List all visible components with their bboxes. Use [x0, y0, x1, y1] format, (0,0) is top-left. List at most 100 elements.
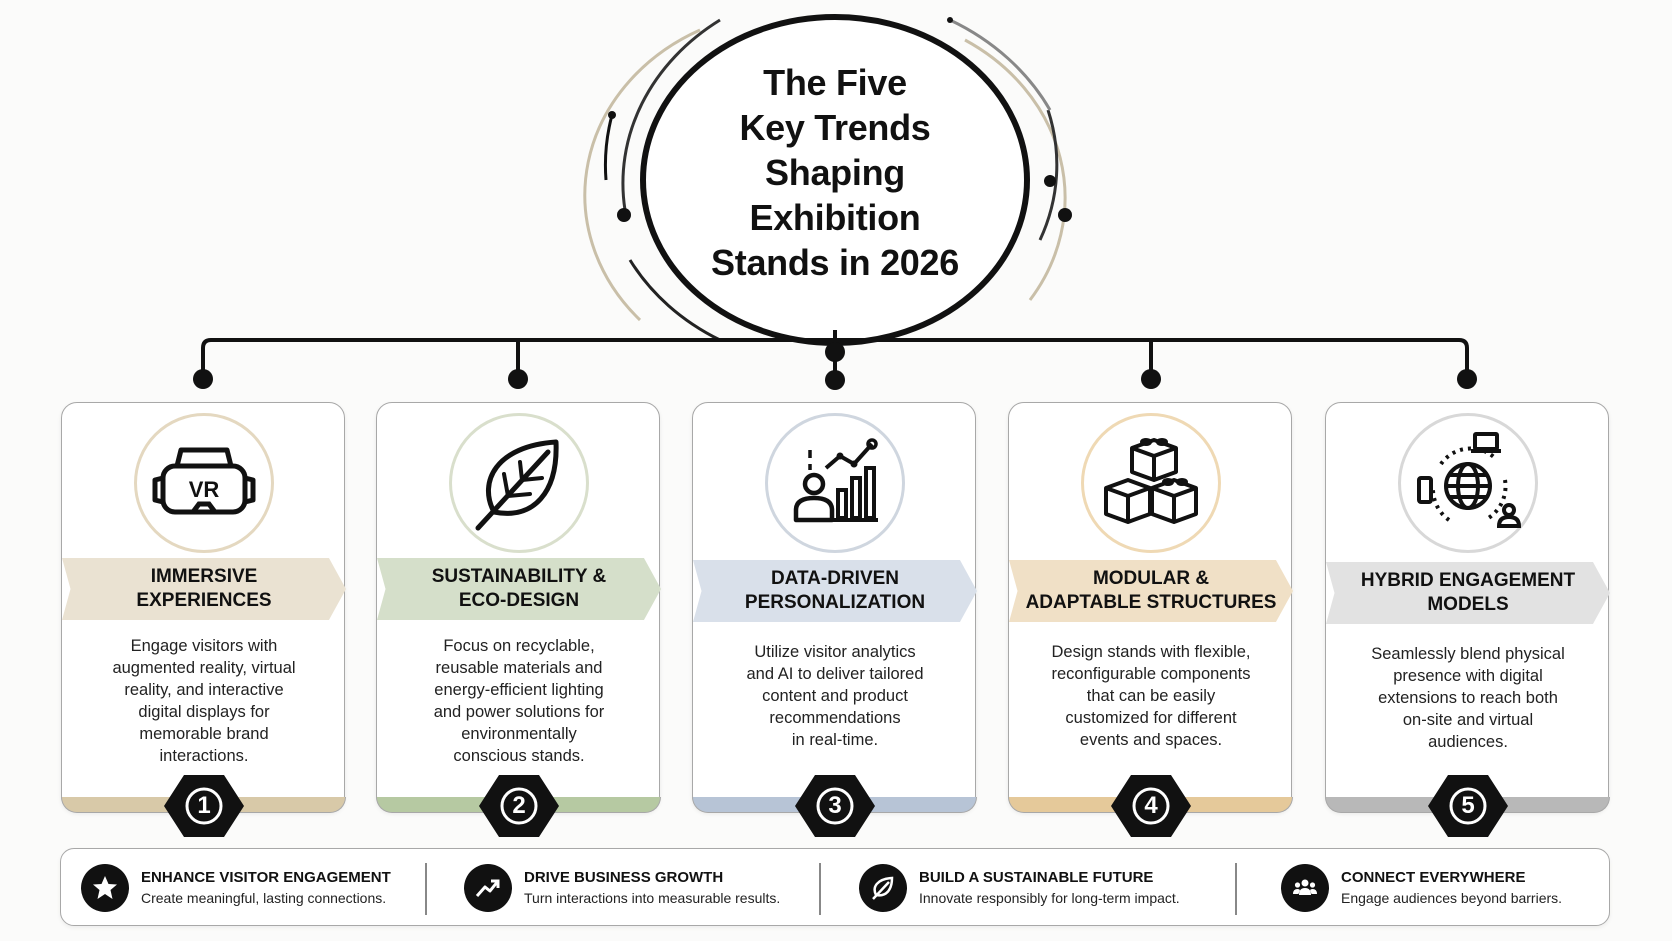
description-line: and AI to deliver tailored — [746, 665, 924, 683]
page-title: The Five Key Trends Shaping Exhibition S… — [660, 60, 1010, 285]
people-icon — [1281, 864, 1329, 912]
description-line: audiences. — [1428, 733, 1508, 751]
card-heading-line: SUSTAINABILITY & — [431, 566, 607, 587]
description-line: Design stands with flexible, — [1051, 643, 1251, 661]
footer-divider — [425, 863, 427, 915]
badge-number: 1 — [197, 792, 211, 819]
description-line: energy-efficient lighting — [434, 681, 604, 699]
number-badge: 4 — [1111, 775, 1191, 837]
description-line: Engage visitors with — [130, 637, 278, 655]
card-banner: SUSTAINABILITY & ECO-DESIGN — [377, 558, 661, 620]
card-banner: DATA-DRIVEN PERSONALIZATION — [693, 560, 977, 622]
description-line: extensions to reach both — [1378, 689, 1558, 707]
footer-item-engagement: ENHANCE VISITOR ENGAGEMENT Create meanin… — [81, 849, 391, 927]
card-heading-line: HYBRID ENGAGEMENT — [1360, 570, 1576, 591]
description-line: augmented reality, virtual — [112, 659, 296, 677]
card-heading-line: DATA-DRIVEN — [770, 568, 900, 589]
trend-card-hybrid: HYBRID ENGAGEMENT MODELS Seamlessly blen… — [1324, 402, 1610, 837]
card-heading-line: IMMERSIVE — [150, 566, 258, 587]
badge-number: 4 — [1144, 792, 1158, 819]
footer-item-subtitle: Engage audiences beyond barriers. — [1341, 890, 1563, 906]
vr-label: VR — [189, 477, 220, 502]
footer-divider — [1235, 863, 1237, 915]
icon-circle: VR — [134, 413, 274, 553]
description-line: environmentally — [461, 725, 577, 743]
title-line: The Five — [763, 62, 907, 103]
description-line: recommendations — [769, 709, 901, 727]
card-heading: MODULAR & ADAPTABLE STRUCTURES — [1021, 567, 1281, 615]
icon-circle — [449, 413, 589, 553]
description-line: reconfigurable components — [1051, 665, 1251, 683]
icon-circle — [765, 413, 905, 553]
description-line: Seamlessly blend physical — [1371, 645, 1565, 663]
description-line: presence with digital — [1393, 667, 1543, 685]
leaf-icon — [475, 439, 559, 531]
number-badge: 5 — [1428, 775, 1508, 837]
description-line: conscious stands. — [453, 747, 585, 765]
description-line: interactions. — [159, 747, 249, 765]
description-line: reusable materials and — [435, 659, 603, 677]
trend-up-icon — [464, 864, 512, 912]
title-line: Key Trends — [739, 107, 931, 148]
description-line: on-site and virtual — [1402, 711, 1534, 729]
card-description: Seamlessly blend physical presence with … — [1340, 643, 1596, 753]
footer-item-sustainable: BUILD A SUSTAINABLE FUTURE Innovate resp… — [859, 849, 1180, 927]
number-badge: 1 — [164, 775, 244, 837]
card-heading-line: PERSONALIZATION — [744, 592, 926, 613]
card-heading: SUSTAINABILITY & ECO-DESIGN — [389, 565, 649, 613]
card-heading-line: MODULAR & — [1092, 568, 1210, 589]
trend-card-sustainability: SUSTAINABILITY & ECO-DESIGN Focus on rec… — [375, 402, 661, 837]
badge-number: 2 — [512, 792, 526, 819]
card-description: Utilize visitor analytics and AI to deli… — [707, 641, 963, 751]
description-line: that can be easily — [1086, 687, 1216, 705]
footer-item-title: CONNECT EVERYWHERE — [1341, 869, 1526, 886]
trend-card-immersive: VR IMMERSIVE EXPERIENCES Engage visitors… — [60, 402, 346, 837]
card-banner: MODULAR & ADAPTABLE STRUCTURES — [1009, 560, 1293, 622]
badge-number: 5 — [1461, 792, 1475, 819]
description-line: customized for different — [1065, 709, 1237, 727]
description-line: memorable brand — [139, 725, 269, 743]
card-heading-line: ADAPTABLE STRUCTURES — [1025, 592, 1277, 613]
description-line: in real-time. — [791, 731, 879, 749]
description-line: Focus on recyclable, — [443, 637, 595, 655]
card-description: Focus on recyclable, reusable materials … — [391, 635, 647, 767]
connector-tree — [193, 330, 1477, 390]
modular-blocks-icon — [1104, 438, 1198, 524]
globe-devices-icon — [1417, 432, 1522, 528]
icon-circle — [1398, 413, 1538, 553]
card-heading-line: EXPERIENCES — [136, 590, 272, 611]
trend-card-modular: MODULAR & ADAPTABLE STRUCTURES Design st… — [1007, 402, 1293, 837]
title-line: Stands in 2026 — [711, 242, 959, 283]
card-description: Design stands with flexible, reconfigura… — [1023, 641, 1279, 751]
number-badge: 2 — [479, 775, 559, 837]
star-icon — [81, 864, 129, 912]
footer-item-subtitle: Innovate responsibly for long-term impac… — [919, 890, 1180, 906]
title-line: Shaping — [765, 152, 905, 193]
footer-divider — [819, 863, 821, 915]
analytics-person-icon — [793, 438, 878, 523]
number-badge: 3 — [795, 775, 875, 837]
icon-circle — [1081, 413, 1221, 553]
description-line: events and spaces. — [1079, 731, 1223, 749]
footer-item-growth: DRIVE BUSINESS GROWTH Turn interactions … — [464, 849, 780, 927]
card-description: Engage visitors with augmented reality, … — [76, 635, 332, 767]
card-heading-line: ECO-DESIGN — [458, 590, 580, 611]
card-heading: HYBRID ENGAGEMENT MODELS — [1338, 569, 1598, 617]
description-line: digital displays for — [138, 703, 270, 721]
footer-item-subtitle: Turn interactions into measurable result… — [524, 890, 781, 906]
footer-item-connect: CONNECT EVERYWHERE Engage audiences beyo… — [1281, 849, 1562, 927]
card-banner: HYBRID ENGAGEMENT MODELS — [1326, 562, 1610, 624]
benefits-footer: ENHANCE VISITOR ENGAGEMENT Create meanin… — [60, 848, 1610, 926]
description-line: content and product — [762, 687, 908, 705]
description-line: reality, and interactive — [124, 681, 284, 699]
description-line: Utilize visitor analytics — [754, 643, 916, 661]
card-banner: IMMERSIVE EXPERIENCES — [62, 558, 346, 620]
badge-number: 3 — [828, 792, 842, 819]
footer-item-title: DRIVE BUSINESS GROWTH — [524, 869, 724, 886]
card-heading: DATA-DRIVEN PERSONALIZATION — [705, 567, 965, 615]
footer-item-title: BUILD A SUSTAINABLE FUTURE — [919, 869, 1154, 886]
description-line: and power solutions for — [433, 703, 605, 721]
trend-card-data-driven: DATA-DRIVEN PERSONALIZATION Utilize visi… — [691, 402, 977, 837]
card-heading-line: MODELS — [1427, 594, 1509, 615]
vr-headset-icon: VR — [152, 447, 256, 515]
